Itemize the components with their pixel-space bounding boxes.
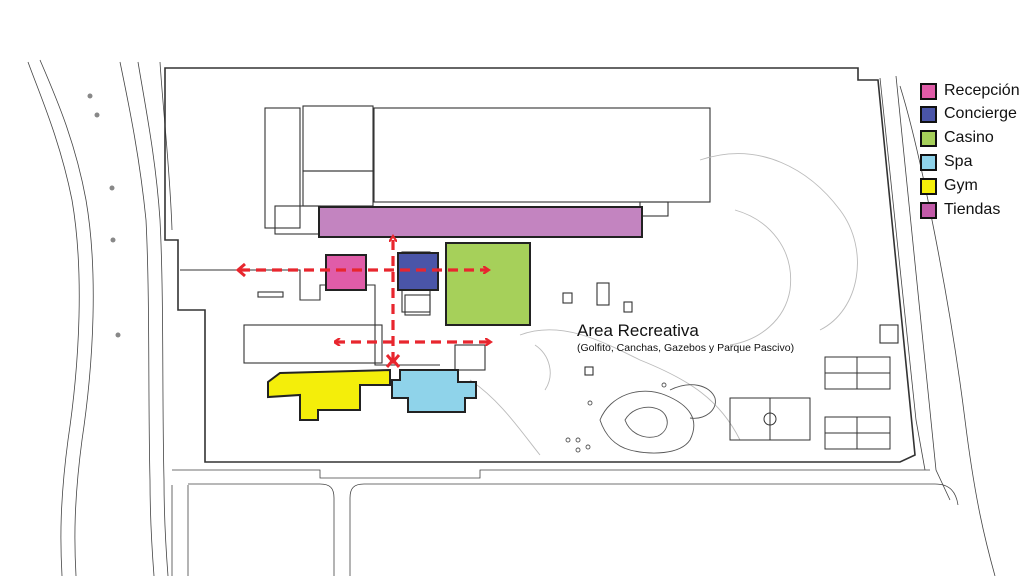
golfito-detail (565, 382, 716, 454)
road-lines (27, 59, 996, 576)
legend-label: Tiendas (944, 201, 1001, 218)
concierge-swatch (920, 105, 937, 123)
tiendas-swatch (920, 201, 937, 219)
landscape-contours (469, 153, 858, 456)
area-recreativa-subtitle: (Golfito, Canchas, Gazebos y Parque Pasc… (577, 342, 795, 354)
legend-label: Casino (944, 129, 994, 146)
property-boundary (164, 67, 916, 463)
recepcion-zone (325, 254, 367, 291)
building-outlines (180, 105, 899, 376)
spa-swatch (920, 153, 937, 171)
arrow-heads-extra (235, 262, 401, 368)
sports-courts (729, 356, 891, 450)
area-recreativa-title: Area Recreativa (577, 321, 699, 340)
tiendas-zone (318, 206, 643, 238)
legend-label: Recepción (944, 82, 1020, 99)
legend-item-gym: Gym (920, 175, 978, 197)
casino-swatch (920, 129, 937, 147)
gym-zone (267, 368, 391, 421)
legend-item-tiendas: Tiendas (920, 199, 1000, 221)
casino-zone (445, 242, 531, 326)
legend-item-spa: Spa (920, 151, 972, 173)
legend-item-recepcion: Recepción (920, 80, 1020, 102)
legend-label: Gym (944, 177, 978, 194)
program-zones (267, 206, 643, 421)
recepcion-swatch (920, 82, 937, 100)
legend-item-casino: Casino (920, 127, 994, 149)
gym-swatch (920, 177, 937, 195)
spa-zone (391, 369, 477, 413)
circulation-arrows (240, 237, 490, 362)
legend-label: Concierge (944, 105, 1017, 122)
legend-label: Spa (944, 153, 973, 170)
tree-markers (87, 93, 121, 338)
legend-item-concierge: Concierge (920, 103, 1017, 125)
